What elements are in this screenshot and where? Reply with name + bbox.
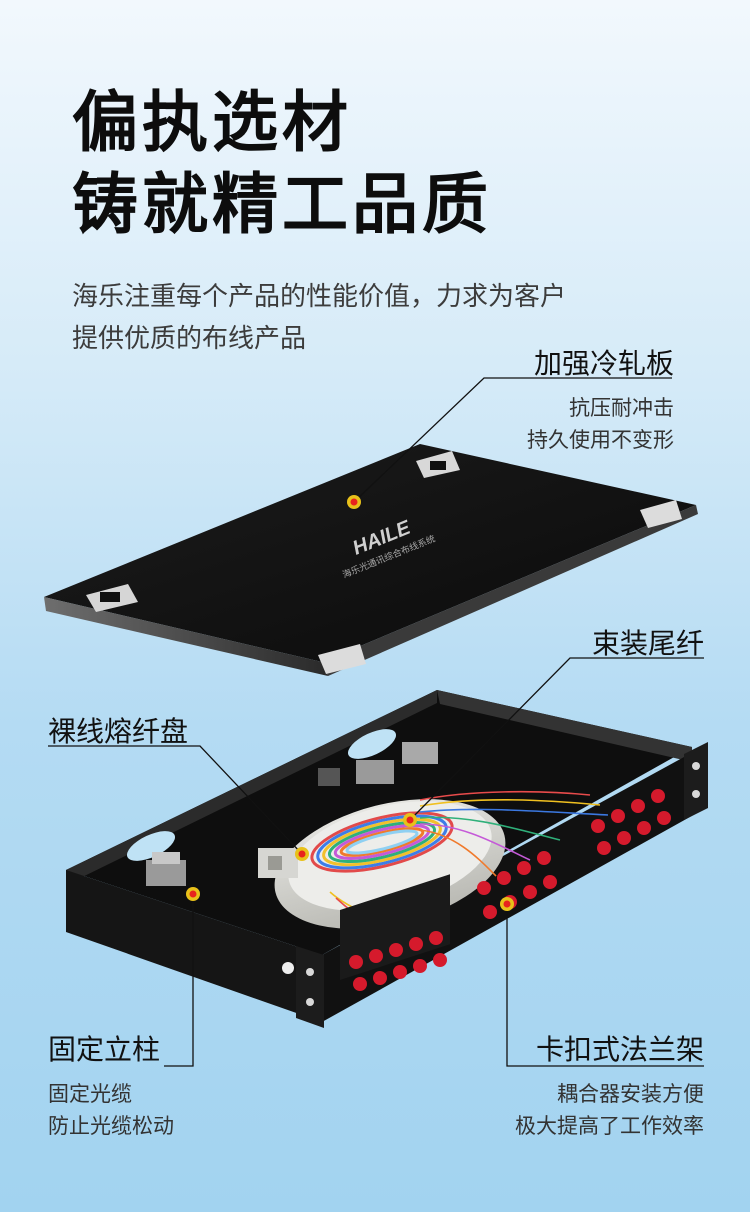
hotspot-dot-icon bbox=[500, 897, 514, 911]
cable-clamp bbox=[146, 742, 438, 886]
callout-fixing-post-title: 固定立柱 bbox=[48, 1033, 161, 1066]
subtitle-line-1: 海乐注重每个产品的性能价值，力求为客户 bbox=[72, 282, 567, 312]
adapter-group bbox=[340, 874, 450, 991]
adapter-group bbox=[591, 789, 671, 855]
hotspot-dot-icon bbox=[295, 847, 309, 861]
headline-line-2: 铸就精工品质 bbox=[72, 166, 492, 243]
cable-hole bbox=[347, 729, 397, 759]
callout-splice-tray-title: 裸线熔纤盘 bbox=[48, 715, 189, 748]
cover-tab bbox=[86, 451, 682, 674]
callout-flange-rack-title: 卡扣式法兰架 bbox=[535, 1033, 704, 1066]
callout-pigtail-title: 束装尾纤 bbox=[591, 627, 704, 660]
callout-fixing-post-desc-1: 固定光缆 bbox=[48, 1082, 132, 1106]
cable-hole bbox=[126, 831, 176, 861]
headline-line-1: 偏执选材 bbox=[72, 84, 352, 161]
callout-flange-rack-desc-1: 耦合器安装方便 bbox=[557, 1082, 704, 1106]
callout-flange-rack-desc-2: 极大提高了工作效率 bbox=[515, 1114, 704, 1138]
callout-cover-plate-desc-1: 抗压耐冲击 bbox=[569, 396, 674, 420]
callout-fixing-post-desc: 固定光缆 防止光缆松动 bbox=[48, 1078, 288, 1142]
callout-fixing-post-desc-2: 防止光缆松动 bbox=[48, 1114, 174, 1138]
hotspot-dot-icon bbox=[347, 495, 361, 509]
callout-cover-plate-desc: 抗压耐冲击 持久使用不变形 bbox=[470, 392, 674, 456]
callout-flange-rack-desc: 耦合器安装方便 极大提高了工作效率 bbox=[424, 1078, 704, 1142]
fiber-coil bbox=[310, 811, 454, 873]
hotspot-dot-icon bbox=[403, 813, 417, 827]
callout-cover-plate-desc-2: 持久使用不变形 bbox=[527, 428, 674, 452]
hotspot-dot-icon bbox=[186, 887, 200, 901]
cover-plate: HAILE 海乐光通讯综合布线系统 bbox=[44, 444, 698, 676]
subtitle: 海乐注重每个产品的性能价值，力求为客户 提供优质的布线产品 bbox=[72, 276, 672, 360]
subtitle-line-2: 提供优质的布线产品 bbox=[72, 324, 307, 354]
callout-cover-plate-title: 加强冷轧板 bbox=[533, 347, 674, 380]
leader-lines bbox=[48, 377, 704, 1067]
